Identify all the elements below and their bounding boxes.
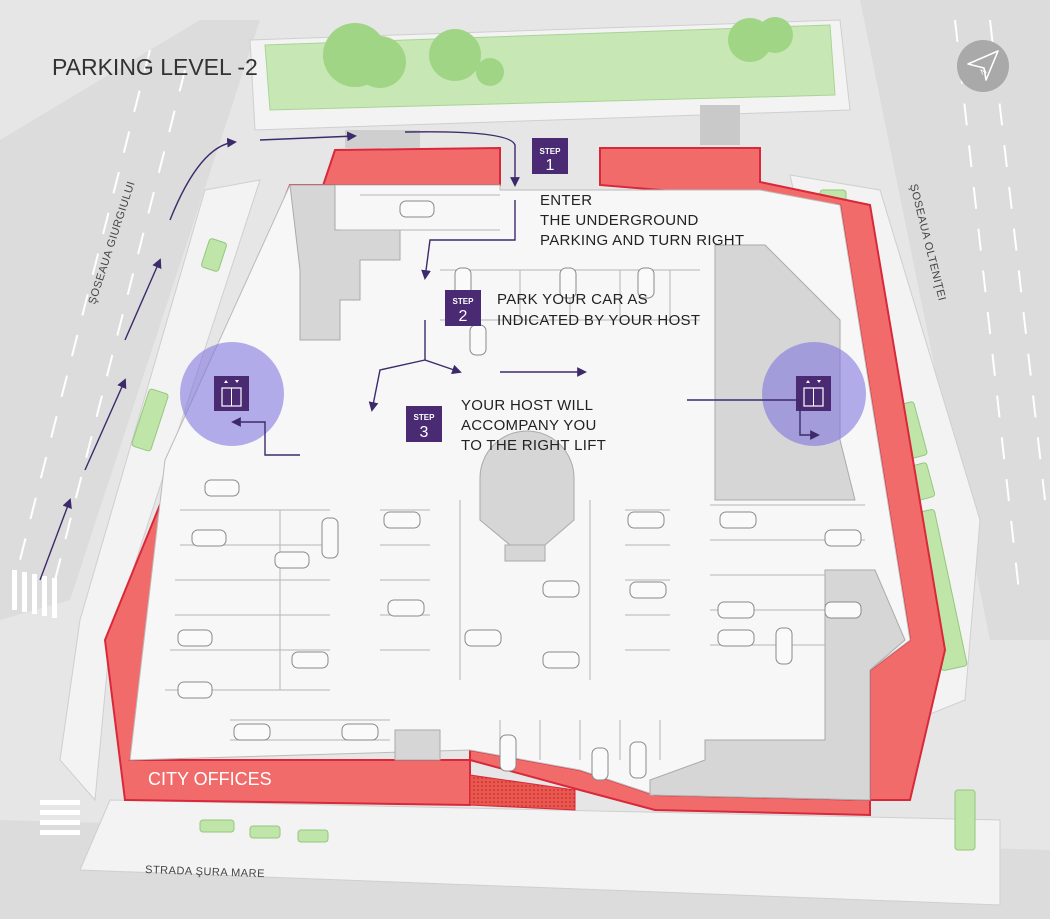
step-2-line-2: INDICATED BY YOUR HOST (497, 312, 700, 329)
entry-ramp (345, 130, 420, 148)
page-title: PARKING LEVEL -2 (52, 54, 258, 80)
step-1-line-2: THE UNDERGROUND (540, 212, 699, 229)
step-3-line-3: TO THE RIGHT LIFT (461, 437, 606, 454)
elevator-icon[interactable] (214, 376, 249, 411)
building-label: CITY OFFICES (148, 769, 272, 789)
street-label-south: STRADA ŞURA MARE (145, 864, 265, 880)
lane-markings (19, 19, 1046, 601)
svg-text:N: N (979, 66, 988, 77)
step-1-badge: STEP 1 (532, 138, 568, 174)
step-2-word: STEP (453, 297, 475, 306)
road-east (860, 0, 1050, 640)
step-3-number: 3 (420, 424, 429, 441)
step-2-line-1: PARK YOUR CAR AS (497, 291, 648, 308)
step-1-line-1: ENTER (540, 192, 592, 209)
step-3-line-1: YOUR HOST WILL (461, 397, 593, 414)
step-1-line-3: PARKING AND TURN RIGHT (540, 232, 744, 249)
step-1-number: 1 (546, 157, 555, 174)
parked-cars (177, 200, 862, 781)
north-park (264, 24, 836, 111)
sidewalk-west (59, 179, 261, 802)
compass-arrow-icon[interactable]: N (957, 40, 1009, 92)
exit-ramp (700, 105, 740, 145)
sidewalk-south (79, 799, 1001, 906)
route-arrows (39, 131, 820, 581)
ramp-dotted-area (469, 774, 576, 811)
road-west (0, 20, 260, 620)
step-1-word: STEP (540, 147, 562, 156)
trees-north (323, 17, 793, 88)
crosswalk-west (12, 570, 57, 618)
step-3-word: STEP (414, 413, 436, 422)
crosswalk-south (40, 800, 80, 835)
elevator-icon[interactable] (796, 376, 831, 411)
parking-bays (165, 194, 865, 760)
step-3-line-2: ACCOMPANY YOU (461, 417, 597, 434)
step-3-badge: STEP 3 (406, 406, 442, 442)
step-2-badge: STEP 2 (445, 290, 481, 326)
step-2-number: 2 (459, 308, 468, 325)
